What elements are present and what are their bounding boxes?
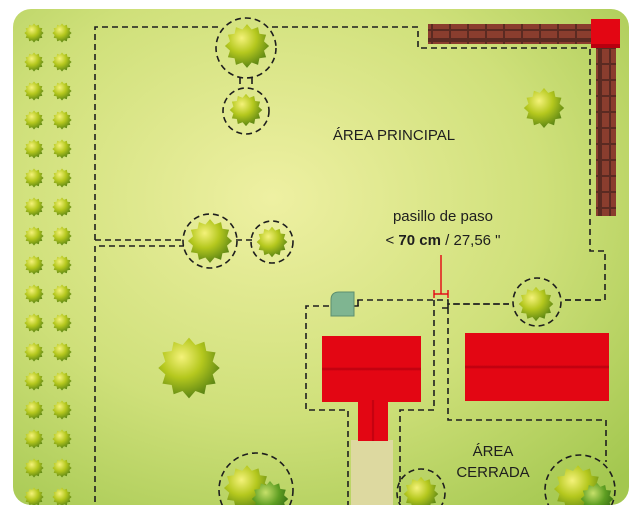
fence-post-shade [591,44,620,48]
gate-icon [330,291,355,317]
tree-outline [215,17,277,79]
fence-icon [428,19,620,216]
fence-top [428,24,600,44]
tree-outline [182,213,238,269]
tree-outline [512,277,562,327]
closed-area-outline [442,299,607,462]
fence-right [596,40,616,216]
house [322,336,421,441]
lawn-background [13,9,629,505]
main-area-label: ÁREA PRINCIPAL [333,127,455,144]
corridor-title: pasillo de paso [393,208,493,225]
tree-outline [222,87,270,135]
corridor-in: / 27,56 " [441,232,501,249]
house-outline [357,300,435,505]
corridor-cm: 70 cm [398,232,441,249]
house-roof [322,336,421,402]
fence-post [591,19,620,48]
main-area-outline [94,26,606,505]
tree-outline [250,220,294,264]
garden-path [351,440,393,505]
closed-area-label-line2: CERRADA [456,464,529,481]
zone-outlines [94,26,607,505]
tree-outline [396,468,446,505]
corridor-lt: < [385,232,398,249]
corridor-width-label: < 70 cm / 27,56 " [385,232,500,249]
shed-roof [465,333,609,401]
tree-link [239,78,253,88]
tree-outline [544,454,616,505]
house-annex-roof [358,400,388,441]
corridor-marker-icon [433,255,449,298]
tree-outlines [182,17,616,505]
tree-outline [218,452,294,505]
closed-area-label-line1: ÁREA [473,443,514,460]
